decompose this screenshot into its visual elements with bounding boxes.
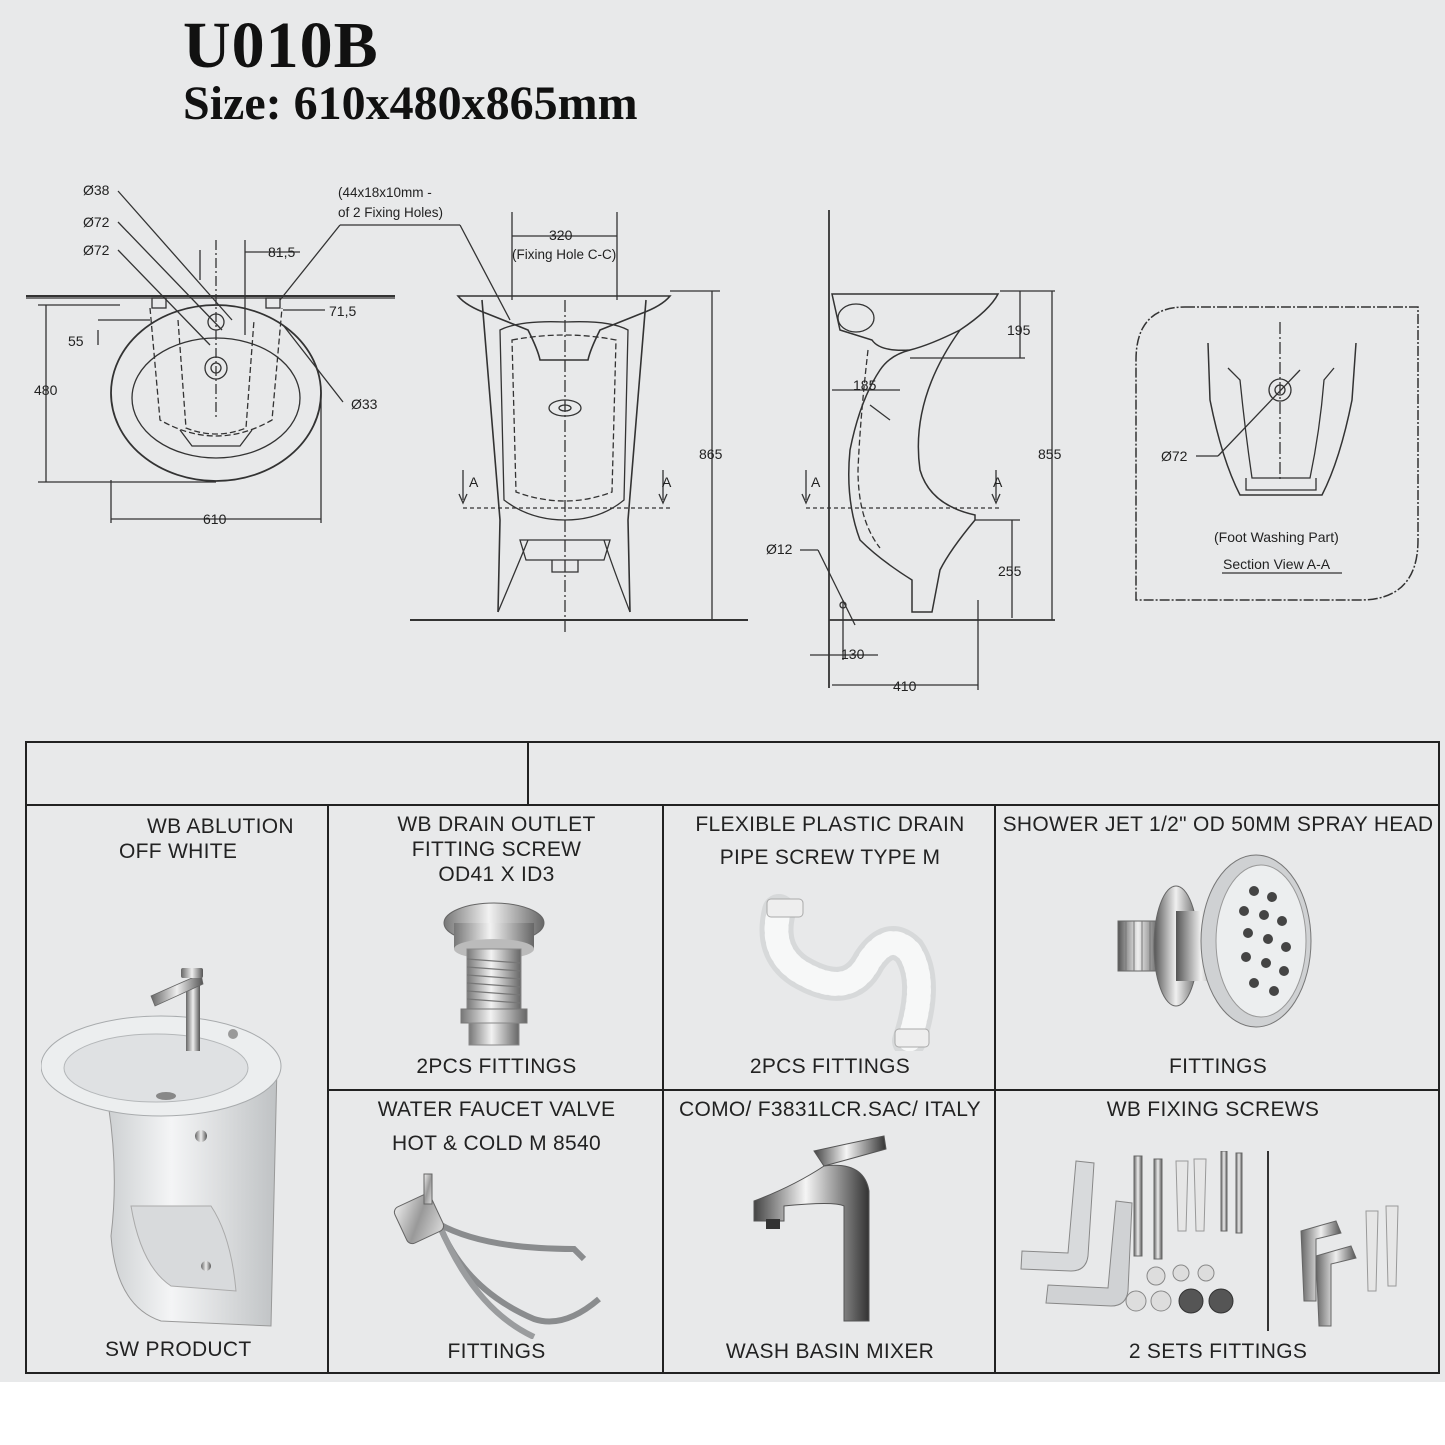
drain-outlet-caption: 2PCS FITTINGS xyxy=(416,1055,577,1078)
fixing-screws-cell: WB FIXING SCREWS xyxy=(996,1091,1440,1374)
header-cell-right xyxy=(529,743,1440,806)
mixer-cell: COMO/ F3831LCR.SAC/ ITALY WASH BASIN MIX… xyxy=(664,1091,996,1374)
dim-195: 195 xyxy=(1007,322,1031,338)
front-view xyxy=(410,212,748,632)
size-spec: Size: 610x480x865mm xyxy=(183,77,638,130)
dim-130: 130 xyxy=(841,646,865,662)
faucet-valve-line-2: HOT & COLD M 8540 xyxy=(392,1132,601,1155)
drain-outlet-line-1: WB DRAIN OUTLET xyxy=(397,813,596,836)
dim-d72b: Ø72 xyxy=(83,242,110,258)
fixing-hole-label: (Fixing Hole C-C) xyxy=(512,247,616,262)
drain-pipe-caption: 2PCS FITTINGS xyxy=(749,1055,911,1078)
top-view xyxy=(26,190,395,523)
drain-pipe-line-1: FLEXIBLE PLASTIC DRAIN xyxy=(695,813,965,836)
section-view xyxy=(1135,306,1419,601)
fixing-screws-caption: 2 SETS FITTINGS xyxy=(1128,1340,1308,1363)
dim-480: 480 xyxy=(34,382,58,398)
header-cell-left xyxy=(27,743,529,806)
dim-255: 255 xyxy=(998,563,1022,579)
mixer-caption: WASH BASIN MIXER xyxy=(725,1340,935,1363)
fixing-screws-image xyxy=(1020,1151,1399,1331)
fixing-screws-line-1: WB FIXING SCREWS xyxy=(1106,1098,1320,1121)
technical-drawing: Ø38 Ø72 Ø72 81,5 71,5 55 480 Ø33 610 (44… xyxy=(26,182,1419,694)
side-view xyxy=(800,210,1055,690)
fixing-note-2: of 2 Fixing Holes) xyxy=(338,205,443,220)
dim-d72a: Ø72 xyxy=(83,214,110,230)
shower-jet-cell: SHOWER JET 1/2" OD 50MM SPRAY HEAD FITTI… xyxy=(996,806,1440,1091)
product-cell: WB ABLUTION OFF WHITE SW PRODUCT xyxy=(27,806,329,1374)
dim-855: 855 xyxy=(1038,446,1062,462)
dim-320: 320 xyxy=(549,227,573,243)
drain-outlet-line-3: OD41 X ID3 xyxy=(438,863,555,886)
model-title: U010B xyxy=(183,9,379,82)
drain-pipe-cell: FLEXIBLE PLASTIC DRAIN PIPE SCREW TYPE M… xyxy=(664,806,996,1091)
dim-d33: Ø33 xyxy=(351,396,378,412)
section-marker-a2: A xyxy=(662,474,672,490)
dim-d12: Ø12 xyxy=(766,541,793,557)
dim-71-5: 71,5 xyxy=(329,303,356,319)
dim-410: 410 xyxy=(893,678,917,694)
section-marker-a4: A xyxy=(993,474,1003,490)
shower-jet-image xyxy=(1117,854,1312,1028)
drain-outlet-line-2: FITTING SCREW xyxy=(411,838,582,861)
product-caption: SW PRODUCT xyxy=(105,1338,252,1361)
dim-section-d72: Ø72 xyxy=(1161,448,1188,464)
shower-jet-line-1: SHOWER JET 1/2" OD 50MM SPRAY HEAD xyxy=(1002,813,1434,836)
section-marker-a1: A xyxy=(469,474,479,490)
dim-d38: Ø38 xyxy=(83,182,110,198)
dim-185: 185 xyxy=(853,377,877,393)
dim-55: 55 xyxy=(68,333,84,349)
dim-81-5: 81,5 xyxy=(268,244,295,260)
drain-pipe-line-2: PIPE SCREW TYPE M xyxy=(719,846,941,869)
faucet-valve-image xyxy=(393,1173,601,1339)
product-title-1: WB ABLUTION xyxy=(147,815,294,838)
drain-pipe-image xyxy=(759,894,936,1051)
parts-table: WB ABLUTION OFF WHITE SW PRODUCT xyxy=(25,741,1440,1374)
faucet-valve-line-1: WATER FAUCET VALVE xyxy=(377,1098,616,1121)
section-marker-a3: A xyxy=(811,474,821,490)
foot-washing-label: (Foot Washing Part) xyxy=(1214,529,1339,545)
faucet-valve-cell: WATER FAUCET VALVE HOT & COLD M 8540 FIT… xyxy=(329,1091,664,1374)
faucet-valve-caption: FITTINGS xyxy=(447,1340,546,1363)
mixer-line-1: COMO/ F3831LCR.SAC/ ITALY xyxy=(679,1098,981,1121)
shower-jet-caption: FITTINGS xyxy=(1168,1055,1268,1078)
dim-865: 865 xyxy=(699,446,723,462)
drain-outlet-cell: WB DRAIN OUTLET FITTING SCREW OD41 X ID3… xyxy=(329,806,664,1091)
section-caption: Section View A-A xyxy=(1223,556,1331,572)
drain-outlet-image xyxy=(443,902,545,1046)
dim-610: 610 xyxy=(203,511,227,527)
fixing-note-1: (44x18x10mm - xyxy=(338,185,432,200)
basin-image xyxy=(41,968,282,1327)
product-title-2: OFF WHITE xyxy=(119,840,238,863)
mixer-image xyxy=(753,1135,887,1322)
